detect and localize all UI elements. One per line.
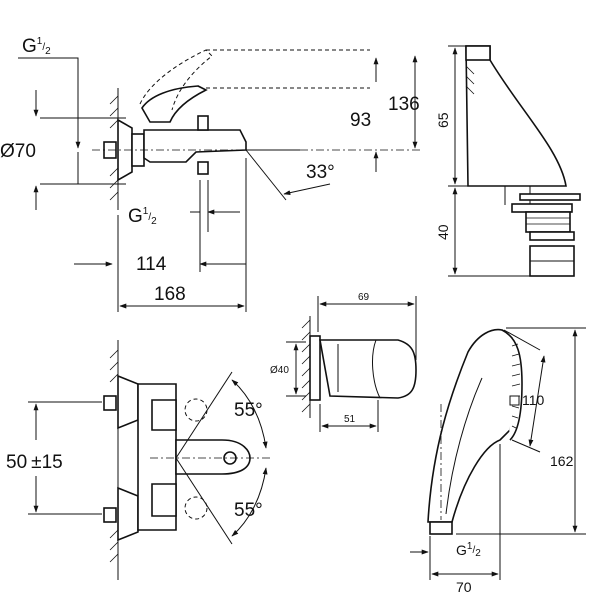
square-symbol: [509, 395, 520, 406]
dim-110: 110: [522, 392, 545, 408]
shower-outlet: [197, 161, 209, 175]
dim-d40: Ø40: [270, 365, 289, 376]
holder-wall-hatch: [301, 319, 311, 413]
lower-escutcheon: [117, 486, 139, 542]
dim-70: 70: [456, 579, 472, 595]
shower-thread-label: G1/2: [456, 541, 481, 559]
front-wall-hatch: [109, 349, 119, 563]
dim-69: 69: [358, 292, 370, 303]
dim-136: 136: [388, 94, 420, 115]
diameter-label: Ø70: [0, 141, 36, 162]
wall-holder-view: 69 Ø40 51: [270, 292, 417, 432]
dim-40: 40: [435, 224, 451, 240]
angle-55-top: 55°: [234, 400, 263, 421]
hose-connector: [429, 521, 453, 535]
diverter-knob: [197, 115, 209, 131]
dim-65: 65: [435, 112, 451, 128]
dim-93: 93: [350, 110, 371, 131]
outlet-thread-label: G1/2: [128, 206, 157, 227]
front-lever: [175, 439, 251, 475]
side-view: G1/2 Ø70 136 93 33° G1/2 114 168: [0, 36, 420, 312]
front-view: 50±15 55° 55°: [6, 340, 270, 580]
handle-detail-view: 65 40: [435, 45, 581, 277]
dim-114: 114: [136, 254, 167, 275]
hand-shower-body: [427, 328, 513, 523]
upper-escutcheon: [117, 374, 139, 430]
angle-55-bottom: 55°: [234, 500, 263, 521]
spindle-thread: [526, 217, 570, 225]
mixer-body: [143, 129, 247, 163]
angle-33: 33°: [306, 162, 335, 183]
handle-cap: [465, 45, 567, 187]
dim-51: 51: [344, 414, 356, 425]
holder-body: [319, 339, 417, 399]
spacing-label: 50±15: [6, 452, 63, 473]
hand-shower-view: 110 162 G1/2 70: [410, 327, 586, 595]
dim-168: 168: [154, 284, 186, 305]
thread-label-top: G1/2: [22, 36, 51, 57]
dim-162: 162: [550, 453, 574, 469]
spindle-plate: [519, 193, 581, 201]
cap-thread: [465, 65, 475, 95]
